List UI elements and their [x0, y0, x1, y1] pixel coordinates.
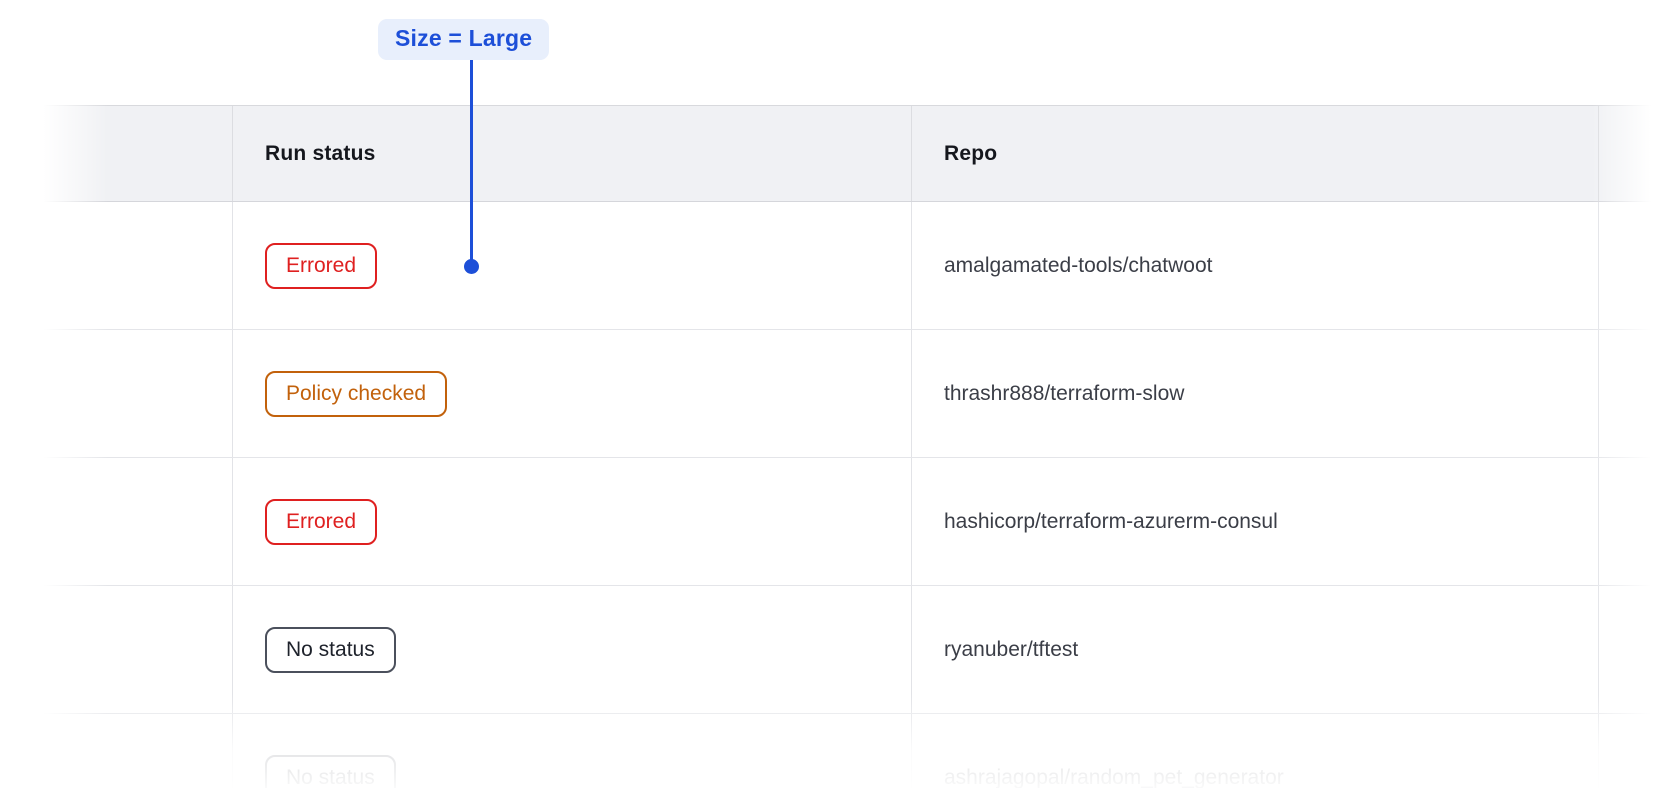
- run-status-header-label: Run status: [265, 141, 376, 165]
- table-header-row: Run status Repo: [0, 105, 1672, 202]
- table-row[interactable]: Policy checked thrashr888/terraform-slow: [0, 330, 1672, 458]
- runs-table: Run status Repo Errored amalgamated-tool…: [0, 105, 1672, 788]
- run-status-badge: No status: [265, 626, 396, 673]
- column-header-run-status: Run status: [232, 106, 911, 201]
- repo-name: amalgamated-tools/chatwoot: [944, 253, 1213, 277]
- repo-header-label: Repo: [944, 141, 998, 165]
- run-status-badge: Errored: [265, 498, 378, 545]
- column-header-repo: Repo: [911, 106, 1598, 201]
- repo-name: thrashr888/terraform-slow: [944, 381, 1185, 405]
- table-row[interactable]: Errored amalgamated-tools/chatwoot: [0, 202, 1672, 330]
- header-cell-blank: [0, 106, 232, 201]
- run-status-badge: Errored: [265, 242, 378, 289]
- table-row[interactable]: Errored hashicorp/terraform-azurerm-cons…: [0, 458, 1672, 586]
- repo-name: ryanuber/tftest: [944, 637, 1079, 661]
- header-cell-blank-right: [1598, 106, 1672, 201]
- size-annotation-label: Size = Large: [378, 19, 550, 60]
- size-annotation-dot: [464, 259, 479, 274]
- table-row[interactable]: No status ryanuber/tftest: [0, 586, 1672, 714]
- repo-name: ashrajagopal/random_pet_generator: [944, 765, 1284, 788]
- run-status-badge: Policy checked: [265, 370, 448, 417]
- run-status-badge: No status: [265, 754, 396, 788]
- table-row[interactable]: No status ashrajagopal/random_pet_genera…: [0, 714, 1672, 788]
- repo-name: hashicorp/terraform-azurerm-consul: [944, 509, 1278, 533]
- size-annotation-line: [470, 56, 473, 261]
